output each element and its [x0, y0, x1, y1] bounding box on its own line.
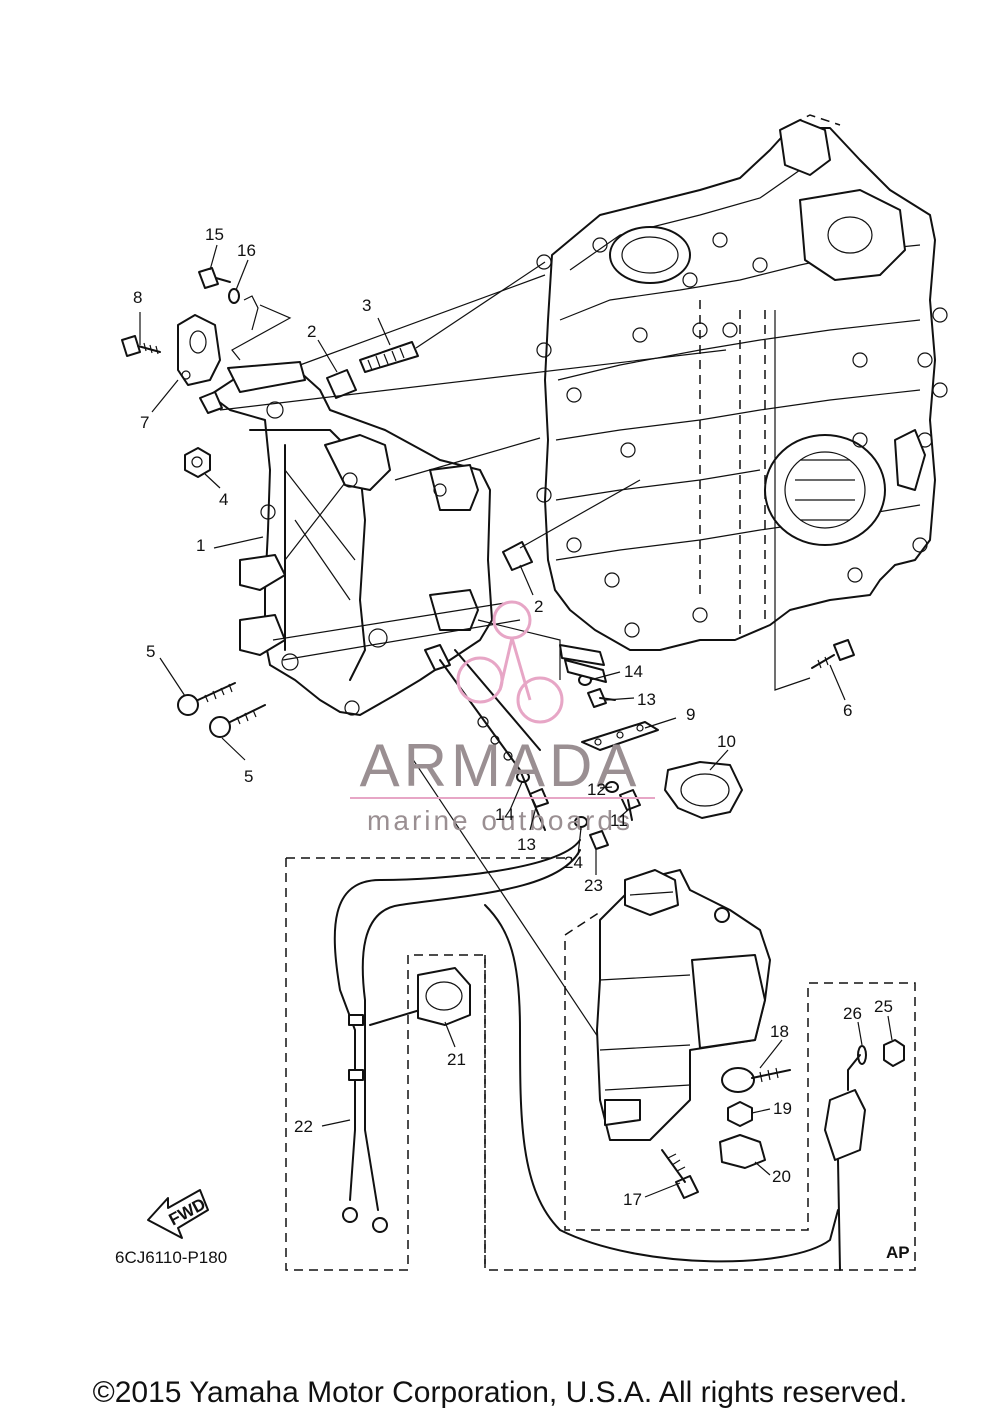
callout-22: 22: [294, 1117, 313, 1136]
callout-23: 23: [584, 876, 603, 895]
callout-18: 18: [770, 1022, 789, 1041]
callout-8: 8: [133, 288, 142, 307]
terminal-part-18: [721, 1067, 791, 1093]
plate-part-9: [581, 721, 659, 751]
callout-1: 1: [196, 536, 205, 555]
callout-24: 24: [564, 853, 583, 872]
nut-part-25: [883, 1039, 905, 1067]
engine-block: [536, 114, 948, 651]
projection-lines: [219, 261, 811, 1041]
callout-9: 9: [686, 705, 695, 724]
clamp-part-10: [664, 761, 743, 819]
callout-2-lower: 2: [534, 597, 543, 616]
copyright-footer: ©2015 Yamaha Motor Corporation, U.S.A. A…: [92, 1376, 908, 1409]
ap-label: AP: [886, 1243, 910, 1262]
callout-7: 7: [140, 413, 149, 432]
callout-5-upper: 5: [146, 642, 155, 661]
callout-4: 4: [219, 490, 228, 509]
callout-11: 11: [610, 811, 628, 830]
harness-part-22: [333, 839, 839, 1263]
stud-part-3: [359, 341, 419, 373]
callout-14-lower: 14: [495, 805, 514, 824]
collar-part-2-upper: [326, 369, 357, 399]
callout-12: 12: [587, 780, 606, 799]
diagram-code: 6CJ6110-P180: [115, 1248, 227, 1267]
watermark-divider: [350, 797, 655, 799]
watermark-logo: ARMADA marine outboards: [350, 600, 655, 836]
callout-10: 10: [717, 732, 736, 751]
callout-13-upper: 13: [637, 690, 656, 709]
callout-17: 17: [623, 1190, 642, 1209]
bracket-part-1: [199, 361, 493, 716]
callout-2-upper: 2: [307, 322, 316, 341]
bolt-part-5-lower: [209, 704, 266, 738]
washer-part-26: [857, 1045, 867, 1065]
callout-13-lower: 13: [517, 835, 536, 854]
callout-16: 16: [237, 241, 256, 260]
fwd-arrow: FWD: [147, 1189, 209, 1239]
cap-part-20: [719, 1134, 766, 1169]
callout-15: 15: [205, 225, 224, 244]
bolt-part-15: [198, 267, 231, 289]
callout-19: 19: [773, 1099, 792, 1118]
callout-3: 3: [362, 296, 371, 315]
callout-6: 6: [843, 701, 852, 720]
washer-part-16: [228, 288, 259, 331]
bolt-part-13-upper: [587, 688, 616, 708]
callout-14-upper: 14: [624, 662, 643, 681]
nut-part-19: [727, 1101, 753, 1127]
dashed-groups: [285, 857, 916, 1271]
callout-25: 25: [874, 997, 893, 1016]
callout-leaders: [139, 244, 893, 1198]
nut-part-4: [184, 447, 211, 478]
callout-5-lower: 5: [244, 767, 253, 786]
bolt-part-17: [661, 1149, 699, 1199]
washer-part-24: [574, 816, 588, 828]
bolt-part-11: [619, 789, 641, 821]
watermark-logo-icon: [456, 600, 564, 724]
callout-labels: 1 2 2 3 4 5 5 6 7 8 9 10 11 12 13 13 14 …: [115, 225, 910, 1267]
callout-20: 20: [772, 1167, 791, 1186]
callout-26: 26: [843, 1004, 862, 1023]
bolt-part-8: [121, 335, 161, 357]
callout-21: 21: [447, 1050, 466, 1069]
clip-part-21: [417, 967, 471, 1026]
bolt-part-6: [811, 639, 855, 669]
watermark-brand: ARMADA: [360, 732, 641, 799]
cable-boot: [824, 1054, 866, 1271]
bolt-part-23: [589, 830, 609, 850]
collar-part-2-lower: [502, 541, 533, 571]
starter-motor: [596, 869, 771, 1141]
plate-part-7: [177, 314, 221, 386]
bolt-part-5-upper: [177, 682, 236, 716]
watermark-tagline: marine outboards: [367, 805, 633, 836]
